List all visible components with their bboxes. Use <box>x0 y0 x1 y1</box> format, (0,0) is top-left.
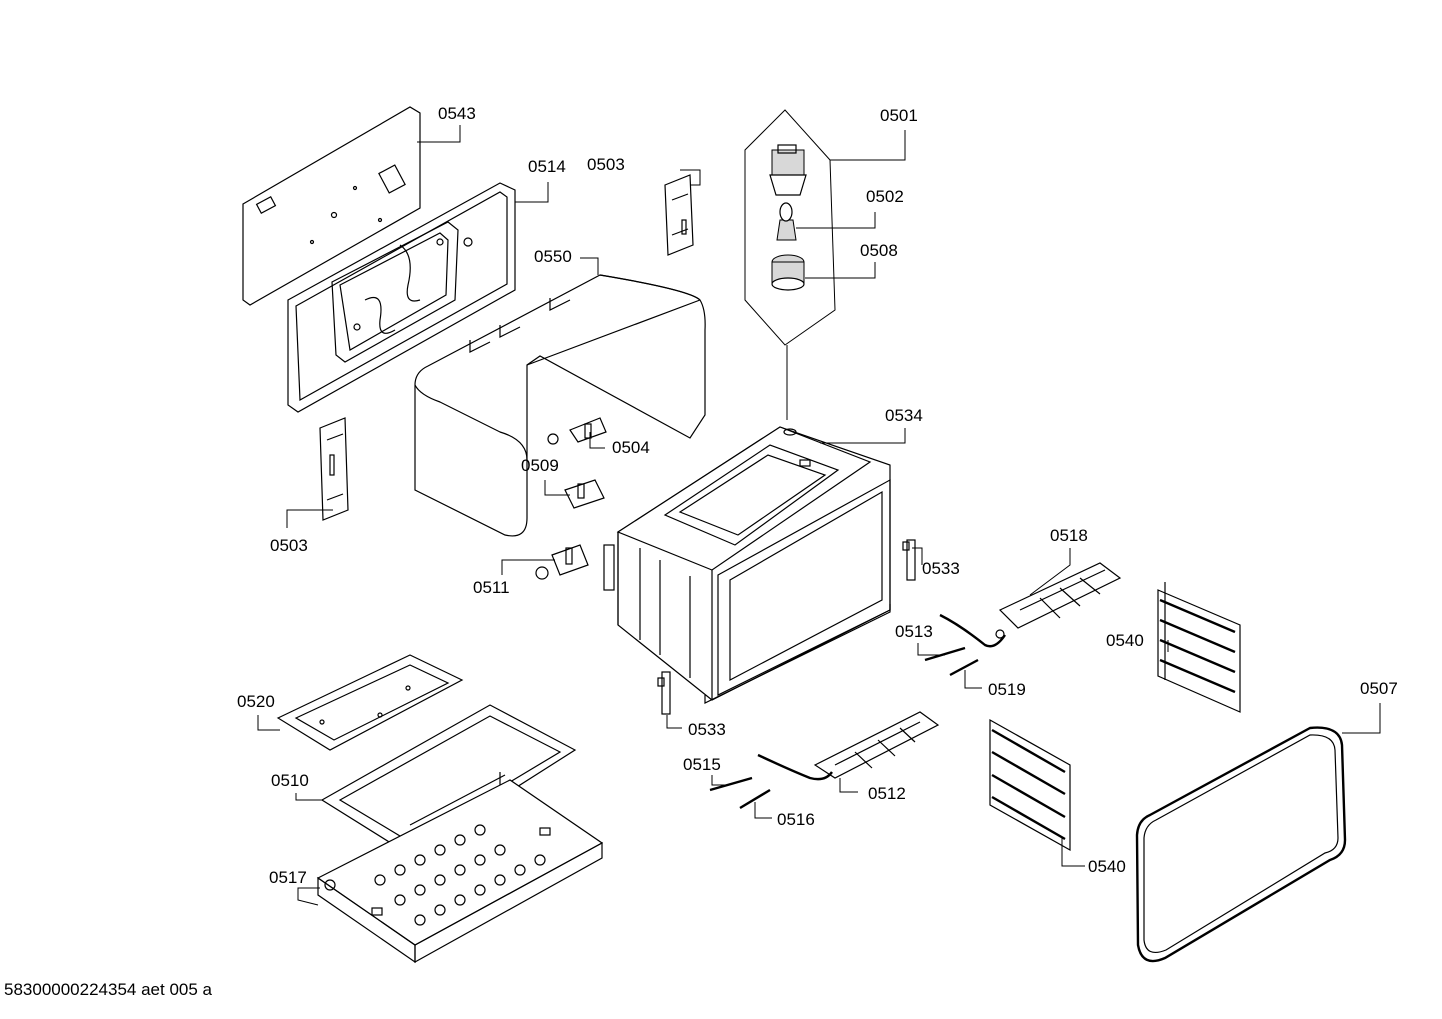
part-small-tray <box>276 654 464 751</box>
lamp-bulb <box>776 202 797 241</box>
part-rear-frame <box>287 182 516 413</box>
tray-holes <box>374 824 546 926</box>
part-clip-0533-left <box>657 671 671 715</box>
label-0520: 0520 <box>237 692 275 711</box>
label-0501: 0501 <box>880 106 918 125</box>
label-0514: 0514 <box>528 157 566 176</box>
part-lamp-assembly <box>744 109 836 420</box>
label-0534: 0534 <box>885 406 923 425</box>
document-id: 58300000224354 aet 005 a <box>4 980 212 999</box>
label-0511: 0511 <box>473 578 510 597</box>
part-switch-0509 <box>564 479 605 509</box>
label-0533-right: 0533 <box>922 559 960 578</box>
part-side-rack-lower <box>989 718 1071 852</box>
part-oven-cavity <box>603 426 891 704</box>
label-0518: 0518 <box>1050 526 1088 545</box>
label-0502: 0502 <box>866 187 904 206</box>
part-side-rack-upper <box>1157 582 1241 713</box>
part-bottom-tray <box>316 779 604 964</box>
part-bracket-upper <box>664 174 694 256</box>
part-sensor-0519 <box>949 658 979 677</box>
label-0550: 0550 <box>534 247 572 266</box>
label-0517: 0517 <box>269 868 307 887</box>
part-insulation-hood <box>414 274 706 537</box>
lamp-cover <box>771 254 805 291</box>
label-0543: 0543 <box>438 104 476 123</box>
label-0512: 0512 <box>868 784 906 803</box>
part-switch-0511 <box>535 544 589 580</box>
label-0503-upper: 0503 <box>587 155 625 174</box>
label-0507: 0507 <box>1360 679 1398 698</box>
part-tray-frame <box>320 704 577 856</box>
label-0515: 0515 <box>683 755 721 774</box>
part-sensor-0516 <box>739 788 771 810</box>
lamp-housing <box>769 144 807 196</box>
part-rear-panel <box>242 106 421 306</box>
label-0504: 0504 <box>612 438 650 457</box>
part-switch-0504 <box>547 417 607 445</box>
label-0516: 0516 <box>777 810 815 829</box>
label-0540-lower: 0540 <box>1088 857 1126 876</box>
label-0533-left: 0533 <box>688 720 726 739</box>
label-0513: 0513 <box>895 622 933 641</box>
part-labels: 0543 0514 0503 0550 0501 0502 0508 0534 … <box>237 104 1398 887</box>
part-door-seal <box>1135 726 1347 963</box>
label-0503-lower: 0503 <box>270 536 308 555</box>
leader-lines <box>257 125 1381 906</box>
label-0508: 0508 <box>860 241 898 260</box>
part-sensor-0513 <box>924 646 966 662</box>
part-clip-0533-right <box>902 539 916 581</box>
label-0510: 0510 <box>271 771 309 790</box>
label-0519: 0519 <box>988 680 1026 699</box>
label-0540-upper: 0540 <box>1106 631 1144 650</box>
part-top-heater <box>939 562 1122 648</box>
part-sensor-0515 <box>709 776 753 792</box>
label-0509: 0509 <box>521 456 559 475</box>
part-bracket-lower <box>319 417 349 521</box>
part-bottom-heater <box>757 711 940 781</box>
